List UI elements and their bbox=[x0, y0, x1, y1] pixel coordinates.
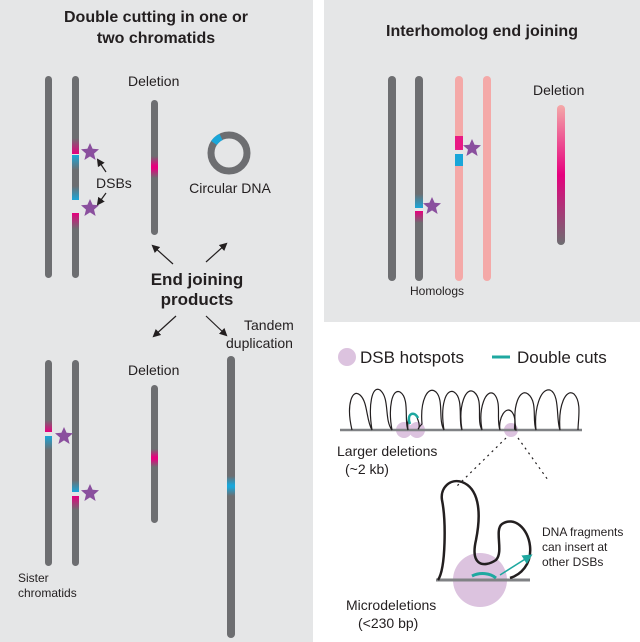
dsb-star-icon bbox=[81, 143, 99, 160]
arrow-icon bbox=[96, 192, 107, 206]
interhomolog-title: Interhomolog end joining bbox=[386, 23, 578, 40]
products-line1: End joining bbox=[151, 270, 244, 289]
chromatid-right-lower bbox=[72, 213, 79, 278]
homolog-pink-2 bbox=[483, 76, 491, 281]
microdeletions-line1: Microdeletions bbox=[346, 597, 436, 613]
break-magenta-6 bbox=[455, 136, 463, 150]
junction-bottom bbox=[151, 449, 158, 467]
break-magenta-2 bbox=[72, 213, 79, 229]
dsb-star-icon bbox=[55, 427, 73, 444]
microdeletions-line2: (<230 bp) bbox=[358, 615, 418, 631]
sister-chromatids-line1: Sister bbox=[18, 571, 49, 585]
fragments-line2: can insert at bbox=[542, 540, 608, 554]
arrow-icon bbox=[151, 244, 174, 265]
junction-top bbox=[151, 156, 158, 178]
homolog-gray-2-upper bbox=[415, 76, 423, 208]
break-cyan-2 bbox=[72, 186, 79, 200]
tandem-junction bbox=[227, 476, 235, 496]
legend-hotspots-label: DSB hotspots bbox=[360, 348, 464, 367]
homolog-pink-1-upper bbox=[455, 76, 463, 150]
arrow-icon bbox=[205, 242, 228, 263]
break-cyan-1 bbox=[72, 155, 79, 170]
larger-deletions-line1: Larger deletions bbox=[337, 443, 437, 459]
larger-deletions-line2: (~2 kb) bbox=[345, 461, 389, 477]
break-magenta-1 bbox=[72, 138, 79, 154]
break-cyan-3 bbox=[45, 436, 52, 450]
legend-hotspot-swatch bbox=[338, 348, 356, 366]
deletion-top-label: Deletion bbox=[128, 73, 179, 89]
arrow-icon bbox=[205, 315, 228, 337]
homolog-gray-2-lower bbox=[415, 211, 423, 281]
homolog-gray-1 bbox=[388, 76, 396, 281]
circular-dna-label: Circular DNA bbox=[189, 180, 271, 196]
break-magenta-4 bbox=[72, 496, 79, 510]
tandem-line1: Tandem bbox=[244, 317, 294, 333]
dsb-star-icon bbox=[81, 199, 99, 216]
circular-dna-junction bbox=[211, 133, 223, 146]
fragments-line1: DNA fragments bbox=[542, 525, 623, 539]
sister-chromatid-right-upper bbox=[72, 360, 79, 492]
homolog-pink-1-lower bbox=[455, 154, 463, 281]
break-cyan-4 bbox=[72, 480, 79, 492]
arrow-icon bbox=[96, 158, 107, 173]
deletion-bottom-label: Deletion bbox=[128, 362, 179, 378]
dsb-star-icon bbox=[463, 139, 481, 156]
interhomolog-deletion-chromosome bbox=[557, 105, 565, 245]
arrow-icon bbox=[499, 554, 533, 576]
products-line2: products bbox=[161, 290, 234, 309]
dsbs-label: DSBs bbox=[96, 175, 132, 191]
interhomolog-deletion-label: Deletion bbox=[533, 82, 584, 98]
sister-chromatids-line2: chromatids bbox=[18, 586, 77, 600]
zoom-line-left bbox=[455, 437, 507, 488]
microdeletion-closeup bbox=[436, 479, 533, 607]
sister-chromatid-left-upper bbox=[45, 360, 52, 431]
arrow-icon bbox=[152, 315, 177, 338]
sister-chromatid-left-lower bbox=[45, 436, 52, 566]
zoom-line-right bbox=[517, 437, 549, 481]
legend-double-cuts-label: Double cuts bbox=[517, 348, 607, 367]
break-magenta-5 bbox=[415, 211, 423, 223]
chromatid-right-upper bbox=[72, 76, 79, 154]
fragments-line3: other DSBs bbox=[542, 555, 603, 569]
right-top-panel bbox=[324, 0, 640, 322]
tandem-duplication-chromosome bbox=[227, 356, 235, 638]
left-title-line1: Double cutting in one or bbox=[64, 9, 248, 26]
left-title-line2: two chromatids bbox=[97, 30, 215, 47]
chromatid-left bbox=[45, 76, 52, 278]
dsb-star-icon bbox=[423, 197, 441, 214]
break-cyan-5 bbox=[415, 194, 423, 208]
chromatin-loops bbox=[340, 388, 582, 438]
top-sister-chromatids bbox=[45, 76, 79, 278]
dsb-star-icon bbox=[81, 484, 99, 501]
tandem-line2: duplication bbox=[226, 335, 293, 351]
break-cyan-6 bbox=[455, 154, 463, 166]
break-magenta-3 bbox=[45, 420, 52, 432]
sister-chromatid-right-lower bbox=[72, 496, 79, 566]
homologs-label: Homologs bbox=[410, 284, 464, 298]
circular-dna-icon bbox=[207, 131, 251, 175]
